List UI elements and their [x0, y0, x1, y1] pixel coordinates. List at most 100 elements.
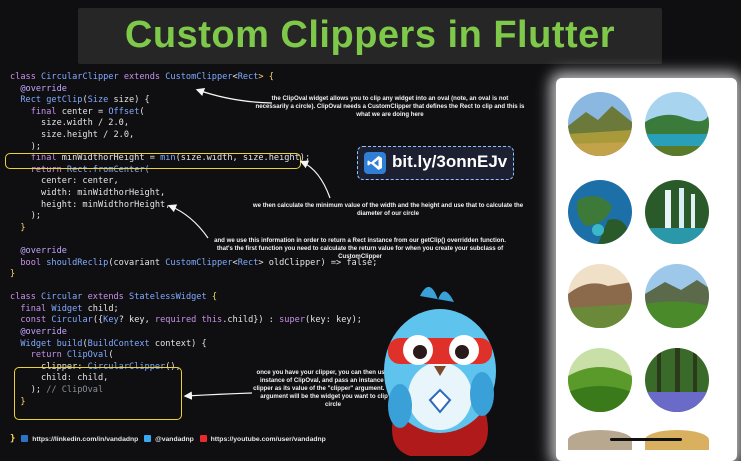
code-token: size.height / 2.0,	[10, 129, 135, 140]
note-usage: once you have your clipper, you can then…	[253, 369, 413, 409]
short-link-text[interactable]: bit.ly/3onnEJv	[392, 152, 508, 171]
circle-image-green-hills	[568, 348, 632, 412]
code-token: // ClipOval	[46, 385, 104, 396]
note-clipoval: the ClipOval widget allows you to clip a…	[255, 95, 525, 119]
code-line: }	[10, 269, 377, 281]
linkedin-link[interactable]: https://linkedin.com/in/vandadnp	[32, 436, 139, 443]
circle-image-forest	[645, 348, 709, 412]
code-token: }	[10, 269, 16, 280]
code-token: > oldClipper) => false;	[258, 257, 378, 268]
code-line: Widget build(BuildContext context) {	[10, 339, 377, 351]
code-line: }	[10, 223, 377, 235]
code-token: Rect	[66, 164, 88, 175]
code-token: center =	[61, 106, 109, 117]
code-token: getClip	[46, 95, 83, 106]
title-banner: Custom Clippers in Flutter	[78, 8, 662, 64]
code-token: size) {	[108, 95, 150, 106]
home-indicator	[610, 438, 682, 441]
code-token: );	[10, 385, 47, 396]
code-token: extends	[118, 72, 166, 82]
code-token: CircularClipper	[41, 72, 119, 82]
code-token: (covariant	[108, 257, 166, 268]
note-rect: and we use this information in order to …	[214, 237, 506, 261]
code-token: const	[10, 315, 52, 326]
code-token: @override	[10, 327, 67, 338]
code-line: return ClipOval(	[10, 350, 377, 362]
code-line: @override	[10, 246, 377, 258]
code-token: super	[279, 315, 305, 326]
code-token: }	[10, 222, 26, 233]
page-title: Custom Clippers in Flutter	[124, 14, 616, 56]
code-token: .fromCenter(	[87, 164, 150, 175]
code-token: Rect	[237, 257, 259, 268]
code-token: (	[82, 95, 88, 106]
code-line: );	[10, 211, 377, 223]
code-line	[10, 281, 377, 293]
code-token: final	[10, 153, 62, 164]
youtube-icon	[199, 435, 207, 442]
code-line: child: child,	[10, 373, 377, 385]
code-line: height: minWidthorHeight,	[10, 200, 377, 212]
code-line: return Rect.fromCenter(	[10, 165, 377, 177]
code-line: }	[10, 397, 377, 409]
highlight-clipoval-block	[14, 367, 182, 420]
code-token: ({	[92, 315, 104, 326]
code-line: final Widget child;	[10, 304, 377, 316]
closing-brace: }	[10, 434, 16, 444]
code-token: build	[56, 338, 83, 349]
code-token: ? key,	[118, 315, 155, 326]
code-token: );	[10, 211, 42, 222]
code-token: .child}) :	[222, 315, 280, 326]
code-token: Offset	[108, 106, 140, 117]
code-token: (	[139, 106, 145, 117]
code-line: final center = Offset(	[10, 107, 377, 119]
code-token: extends	[82, 292, 130, 303]
code-line: bool shouldReclip(covariant CustomClippe…	[10, 258, 377, 270]
circle-image-cliffs	[568, 264, 632, 328]
code-token: size.width / 2.0,	[10, 118, 129, 129]
code-token: BuildContext	[87, 338, 150, 349]
code-token: center: center,	[10, 176, 119, 187]
code-token: (key: key);	[305, 315, 362, 326]
code-token: <	[232, 72, 238, 82]
circle-image-valley	[645, 264, 709, 328]
code-token: (size.width, size.height);	[175, 153, 311, 164]
code-token: <	[232, 257, 238, 268]
code-line: );	[10, 142, 377, 154]
code-token: child;	[82, 303, 119, 314]
code-token: Key	[103, 315, 119, 326]
twitter-handle[interactable]: @vandadnp	[155, 436, 194, 443]
code-line: Rect getClip(Size size) {	[10, 95, 377, 107]
circle-image-lake	[645, 92, 709, 156]
code-token: context) {	[149, 338, 207, 349]
code-token: Rect	[10, 95, 47, 106]
code-token: {	[206, 292, 217, 303]
code-line: final minWidthorHeight = min(size.width,…	[10, 153, 377, 165]
code-token: Size	[87, 95, 109, 106]
code-token: }	[10, 396, 26, 407]
code-token: child: child,	[10, 373, 109, 384]
code-token: (	[82, 338, 88, 349]
code-block: class CircularClipper extends CustomClip…	[10, 72, 377, 408]
footer-links: } https://linkedin.com/in/vandadnp @vand…	[10, 434, 326, 444]
code-line: center: center,	[10, 176, 377, 188]
youtube-link[interactable]: https://youtube.com/user/vandadnp	[210, 436, 326, 443]
code-token: Rect	[237, 72, 259, 82]
code-token: Circular	[41, 292, 83, 303]
code-token: > {	[258, 72, 274, 82]
circle-image-waterfall	[645, 180, 709, 244]
code-token: bool	[10, 257, 47, 268]
short-link-box[interactable]: bit.ly/3onnEJv	[357, 146, 514, 180]
code-line: width: minWidthorHeight,	[10, 188, 377, 200]
code-token: CustomClipper	[165, 72, 233, 82]
code-token: Widget	[10, 338, 57, 349]
code-token: shouldReclip	[46, 257, 109, 268]
code-token: ClipOval	[66, 350, 109, 361]
highlight-min-line	[5, 153, 301, 169]
code-token: final	[10, 106, 62, 117]
code-token: CustomClipper	[165, 257, 233, 268]
code-token: Widget	[51, 303, 83, 314]
dash-mascot-illustration	[384, 286, 496, 456]
code-token: class	[10, 72, 42, 82]
code-token: this	[201, 315, 223, 326]
